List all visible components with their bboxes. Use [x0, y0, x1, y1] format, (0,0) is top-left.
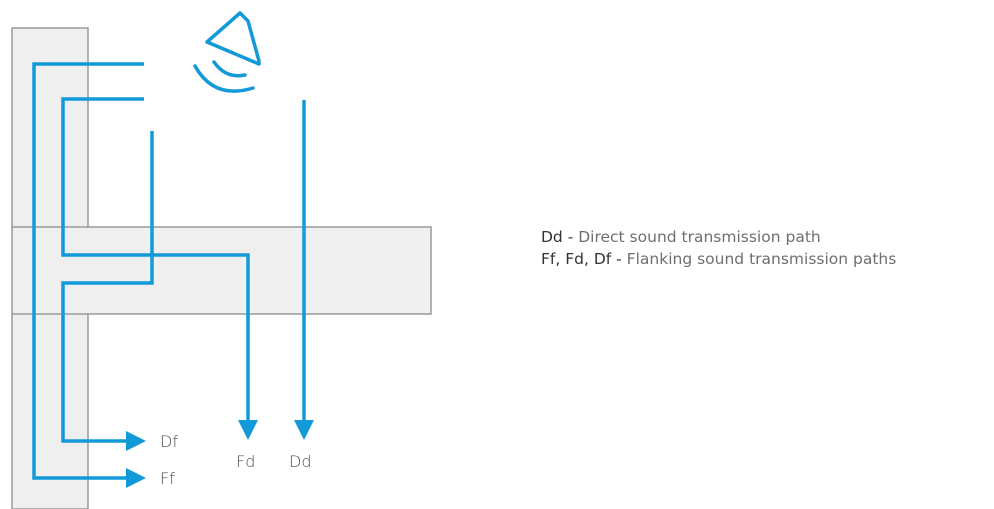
sound-wave-inner — [212, 60, 247, 78]
legend-key: Dd - — [541, 228, 574, 246]
arrowhead-dd — [294, 420, 314, 440]
path-ff — [32, 62, 144, 480]
speaker-body — [205, 11, 261, 66]
arrowhead-fd — [238, 420, 258, 440]
arrowhead-ff — [126, 468, 146, 488]
label-df: Df — [160, 432, 178, 451]
speaker-icon — [193, 11, 261, 93]
label-ff: Ff — [160, 469, 175, 488]
legend-item-direct: Dd - Direct sound transmission path — [541, 226, 991, 248]
legend-key: Ff, Fd, Df - — [541, 250, 622, 268]
sound-wave-outer — [193, 64, 255, 93]
legend-text: Flanking sound transmission paths — [621, 250, 897, 268]
transmission-paths — [32, 62, 306, 480]
path-df — [61, 97, 250, 422]
building-structure — [11, 27, 432, 509]
legend-item-flanking: Ff, Fd, Df - Flanking sound transmission… — [541, 248, 991, 270]
label-dd: Dd — [289, 452, 311, 471]
label-fd: Fd — [236, 452, 255, 471]
wall-and-floor-outline — [11, 27, 432, 509]
legend: Dd - Direct sound transmission path Ff, … — [541, 226, 991, 270]
path-labels: Df Ff Fd Dd — [160, 432, 311, 488]
path-fd — [61, 131, 154, 443]
path-arrowheads — [126, 420, 314, 488]
legend-text: Direct sound transmission path — [573, 228, 821, 246]
arrowhead-df — [126, 431, 146, 451]
